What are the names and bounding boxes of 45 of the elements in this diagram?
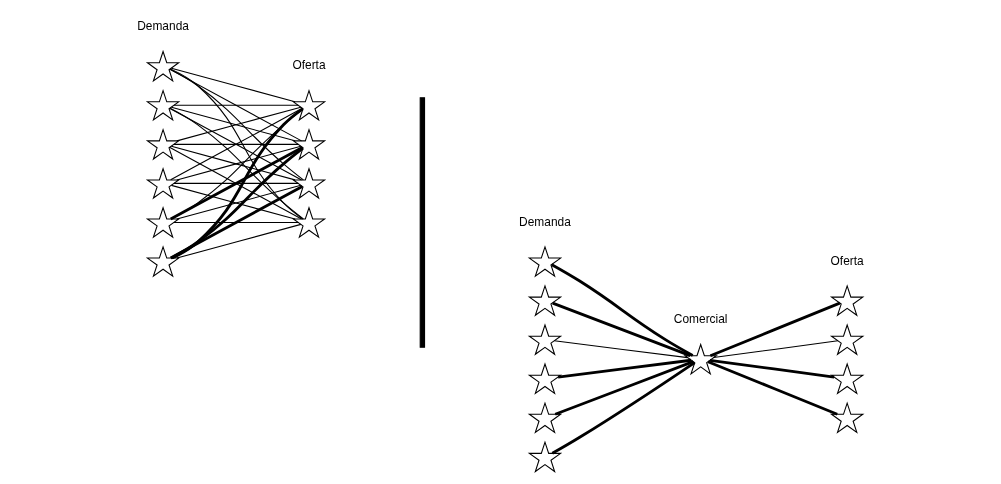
node-star [527,284,563,317]
connector [554,360,694,416]
connector [557,358,692,379]
node-star [145,127,181,161]
node-star [527,245,563,278]
node-star [527,362,563,395]
connector [173,104,299,106]
node-star [291,206,327,239]
connector [170,185,303,260]
node-star [527,401,563,434]
connector [169,68,304,220]
connector [551,263,694,357]
node-star [829,401,865,434]
connector [170,147,304,260]
node-star [291,167,327,200]
label: Oferta [830,253,864,268]
connector [171,107,304,260]
node-star [145,88,181,122]
node-star [145,167,181,200]
connector [169,68,303,142]
connector [170,67,296,103]
node-star [145,206,181,239]
node-star [683,342,718,376]
node-star [145,49,181,83]
label: Oferta [292,58,326,73]
node-star [829,323,865,356]
connector [169,68,304,181]
node-star [829,284,865,317]
connector [707,360,838,416]
connector [176,223,302,259]
node-star [527,323,563,356]
node-star [145,245,181,278]
label: Demanda [519,214,571,229]
connector [173,221,299,223]
node-star [291,127,327,161]
node-star [527,440,563,473]
connector [173,143,299,145]
node-star [291,88,327,122]
connector [713,340,839,359]
label: Comercial [673,312,728,327]
connector [553,340,689,359]
connector [173,182,299,184]
connector [709,358,835,379]
label: Demanda [137,19,189,34]
connector [552,301,691,357]
